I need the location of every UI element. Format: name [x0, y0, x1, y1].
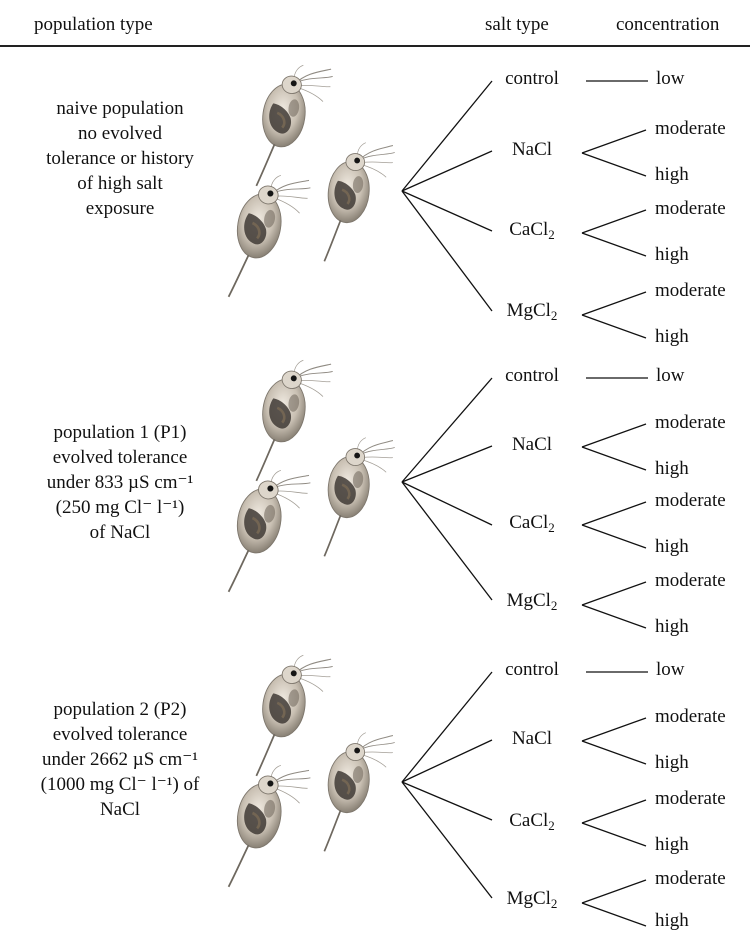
fan-line-mgcl2 — [402, 782, 492, 898]
mgcl2-moderate-line — [582, 292, 646, 315]
nacl-high-line — [582, 447, 646, 470]
salt-control: control — [488, 68, 576, 90]
fan-line-cacl2 — [402, 482, 492, 525]
concentration-high: high — [655, 458, 689, 480]
salt-cacl2: CaCl2 — [488, 219, 576, 241]
concentration-high: high — [655, 326, 689, 348]
salt-mgcl2: MgCl2 — [488, 590, 576, 612]
description-line: no evolved — [0, 121, 240, 146]
concentration-low: low — [656, 68, 685, 90]
salt-subscript: 2 — [551, 896, 558, 911]
mgcl2-moderate-line — [582, 880, 646, 903]
fan-line-nacl — [402, 446, 492, 482]
salt-formula: MgCl — [507, 300, 551, 321]
nacl-high-line — [582, 153, 646, 176]
salt-nacl: NaCl — [488, 434, 576, 456]
concentration-high: high — [655, 616, 689, 638]
fan-line-control — [402, 378, 492, 482]
salt-subscript: 2 — [551, 598, 558, 613]
concentration-high: high — [655, 752, 689, 774]
concentration-high: high — [655, 164, 689, 186]
salt-subscript: 2 — [548, 520, 555, 535]
description-line: evolved tolerance — [0, 445, 240, 470]
salt-subscript: 2 — [548, 227, 555, 242]
salt-formula: CaCl — [509, 512, 548, 533]
description-line: population 2 (P2) — [0, 697, 240, 722]
population-p2-description: population 2 (P2) evolved tolerance unde… — [0, 697, 240, 822]
nacl-moderate-line — [582, 718, 646, 741]
concentration-low: low — [656, 365, 685, 387]
concentration-high: high — [655, 910, 689, 932]
description-line: of NaCl — [0, 520, 240, 545]
daphnia-icon — [315, 432, 396, 566]
fan-line-nacl — [402, 740, 492, 782]
nacl-moderate-line — [582, 130, 646, 153]
description-line: (1000 mg Cl⁻ l⁻¹) of — [0, 772, 240, 797]
concentration-moderate: moderate — [655, 198, 726, 220]
description-line: (250 mg Cl⁻ l⁻¹) — [0, 495, 240, 520]
concentration-high: high — [655, 834, 689, 856]
salt-nacl: NaCl — [488, 139, 576, 161]
mgcl2-high-line — [582, 903, 646, 926]
concentration-moderate: moderate — [655, 868, 726, 890]
salt-formula: CaCl — [509, 810, 548, 831]
fan-line-control — [402, 672, 492, 782]
salt-cacl2: CaCl2 — [488, 810, 576, 832]
concentration-moderate: moderate — [655, 570, 726, 592]
nacl-moderate-line — [582, 424, 646, 447]
description-line: evolved tolerance — [0, 722, 240, 747]
fan-line-cacl2 — [402, 782, 492, 820]
cacl2-high-line — [582, 823, 646, 846]
salt-subscript: 2 — [548, 818, 555, 833]
daphnia-icon — [315, 727, 396, 861]
description-line: of high salt — [0, 171, 240, 196]
mgcl2-moderate-line — [582, 582, 646, 605]
fan-line-cacl2 — [402, 191, 492, 231]
description-line: under 833 µS cm⁻¹ — [0, 470, 240, 495]
mgcl2-high-line — [582, 605, 646, 628]
concentration-moderate: moderate — [655, 788, 726, 810]
cacl2-high-line — [582, 233, 646, 256]
concentration-moderate: moderate — [655, 706, 726, 728]
salt-mgcl2: MgCl2 — [488, 888, 576, 910]
mgcl2-high-line — [582, 315, 646, 338]
salt-formula: MgCl — [507, 590, 551, 611]
salt-mgcl2: MgCl2 — [488, 300, 576, 322]
salt-control: control — [488, 659, 576, 681]
population-p1-description: population 1 (P1) evolved tolerance unde… — [0, 420, 240, 545]
concentration-moderate: moderate — [655, 490, 726, 512]
fan-line-mgcl2 — [402, 482, 492, 600]
description-line: tolerance or history — [0, 146, 240, 171]
nacl-high-line — [582, 741, 646, 764]
description-line: naive population — [0, 96, 240, 121]
concentration-moderate: moderate — [655, 280, 726, 302]
description-line: exposure — [0, 196, 240, 221]
daphnia-icon — [315, 137, 396, 271]
salt-formula: MgCl — [507, 888, 551, 909]
cacl2-moderate-line — [582, 502, 646, 525]
cacl2-moderate-line — [582, 210, 646, 233]
concentration-low: low — [656, 659, 685, 681]
salt-subscript: 2 — [551, 308, 558, 323]
salt-cacl2: CaCl2 — [488, 512, 576, 534]
fan-line-mgcl2 — [402, 191, 492, 311]
fan-line-control — [402, 81, 492, 191]
fan-line-nacl — [402, 151, 492, 191]
description-line: under 2662 µS cm⁻¹ — [0, 747, 240, 772]
description-line: population 1 (P1) — [0, 420, 240, 445]
concentration-moderate: moderate — [655, 118, 726, 140]
concentration-moderate: moderate — [655, 412, 726, 434]
cacl2-high-line — [582, 525, 646, 548]
concentration-high: high — [655, 244, 689, 266]
population-naive-description: naive population no evolved tolerance or… — [0, 96, 240, 221]
salt-control: control — [488, 365, 576, 387]
cacl2-moderate-line — [582, 800, 646, 823]
description-line: NaCl — [0, 797, 240, 822]
salt-nacl: NaCl — [488, 728, 576, 750]
salt-formula: CaCl — [509, 219, 548, 240]
concentration-high: high — [655, 536, 689, 558]
